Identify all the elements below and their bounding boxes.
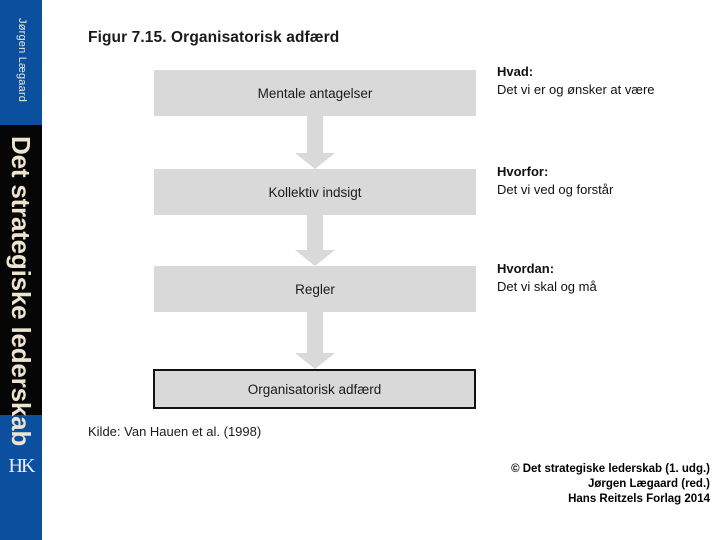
annotation-body: Det vi ved og forstår — [497, 181, 614, 197]
arrow-head — [295, 250, 335, 266]
copyright-line-3: Hans Reitzels Forlag 2014 — [568, 493, 710, 506]
spine-band-bottom — [0, 415, 42, 540]
annotation-heading: Hvorfor: — [497, 164, 549, 179]
flow-box-label: Kollektiv indsigt — [268, 184, 362, 200]
flow-box-organisatorisk-adfaerd: Organisatorisk adfærd — [153, 369, 476, 409]
flow-box-kollektiv-indsigt: Kollektiv indsigt — [154, 169, 476, 215]
flow-box-regler: Regler — [154, 266, 476, 312]
annotation-body: Det vi skal og må — [497, 278, 597, 294]
book-spine-sidebar: Jørgen Lægaard Det strategiske lederskab… — [0, 0, 42, 540]
annotation-heading: Hvad: — [497, 64, 534, 79]
flow-box-label: Regler — [295, 281, 335, 297]
arrow-shaft — [307, 215, 323, 250]
flow-arrow-down-3 — [295, 312, 335, 369]
annotation-body: Det vi er og ønsker at være — [497, 81, 655, 97]
annotation-hvad: Hvad: Det vi er og ønsker at være — [497, 63, 717, 98]
annotation-heading: Hvordan: — [497, 261, 555, 276]
arrow-shaft — [307, 312, 323, 353]
copyright-line-1: © Det strategiske lederskab (1. udg.) — [511, 463, 710, 475]
publisher-logo-icon: HK — [8, 455, 36, 477]
spine-book-title: Det strategiske lederskab — [6, 136, 36, 447]
arrow-head — [295, 153, 335, 169]
spine-author-name: Jørgen Lægaard — [16, 18, 28, 103]
source-note: Kilde: Van Hauen et al. (1998) — [88, 424, 262, 439]
flow-arrow-down-1 — [295, 116, 335, 169]
spine-band-middle — [0, 125, 42, 415]
flow-arrow-down-2 — [295, 215, 335, 266]
flow-box-mentale-antagelser: Mentale antagelser — [154, 70, 476, 116]
copyright-block: © Det strategiske lederskab (1. udg.) Jø… — [511, 462, 710, 508]
flow-box-label: Mentale antagelser — [257, 85, 373, 101]
flow-box-label: Organisatorisk adfærd — [247, 381, 382, 397]
slide-content-area: Figur 7.15. Organisatorisk adfærd Mental… — [42, 0, 720, 540]
figure-title: Figur 7.15. Organisatorisk adfærd — [88, 29, 340, 46]
annotation-hvordan: Hvordan: Det vi skal og må — [497, 260, 717, 295]
annotation-hvorfor: Hvorfor: Det vi ved og forstår — [497, 163, 717, 198]
spine-band-top — [0, 0, 42, 125]
arrow-shaft — [307, 116, 323, 153]
copyright-line-2: Jørgen Lægaard (red.) — [587, 478, 710, 491]
arrow-head — [295, 353, 335, 369]
